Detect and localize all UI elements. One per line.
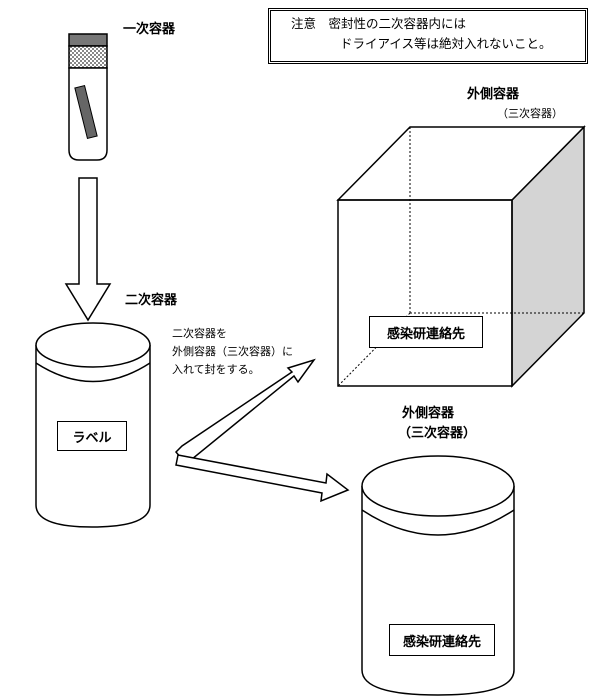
down-arrow bbox=[64, 177, 112, 322]
instruction-line2: 外側容器（三次容器）に bbox=[172, 345, 293, 358]
outer-jar-sublabel: （三次容器） bbox=[398, 426, 477, 441]
jar-contact-tag: 感染研連絡先 bbox=[389, 624, 495, 656]
outer-container-jar bbox=[361, 455, 515, 696]
transfer-arrows bbox=[174, 358, 350, 503]
tube-swab bbox=[74, 84, 98, 140]
secondary-container-tag: ラベル bbox=[57, 421, 127, 451]
instruction-line1: 二次容器を bbox=[172, 327, 227, 340]
tube-cap bbox=[68, 33, 108, 47]
outer-container-box bbox=[336, 125, 586, 388]
arrow-to-box bbox=[174, 358, 316, 466]
outer-jar-label: 外側容器 bbox=[402, 406, 455, 421]
tube-seal bbox=[68, 45, 108, 69]
outer-box-label: 外側容器 bbox=[467, 87, 520, 102]
box-contact-tag: 感染研連絡先 bbox=[369, 316, 483, 348]
warning-note-line1: 注意 密封性の二次容器内には bbox=[291, 16, 467, 31]
primary-container-label: 一次容器 bbox=[123, 22, 176, 37]
arrow-to-jar bbox=[175, 454, 350, 503]
outer-box-sublabel: （三次容器） bbox=[497, 107, 563, 120]
warning-note-line2: ドライアイス等は絶対入れないこと。 bbox=[340, 36, 552, 51]
secondary-container-label: 二次容器 bbox=[125, 293, 178, 308]
instruction-line3: 入れて封をする。 bbox=[172, 363, 260, 376]
primary-container-tube bbox=[68, 33, 108, 161]
warning-note-box bbox=[268, 8, 588, 64]
